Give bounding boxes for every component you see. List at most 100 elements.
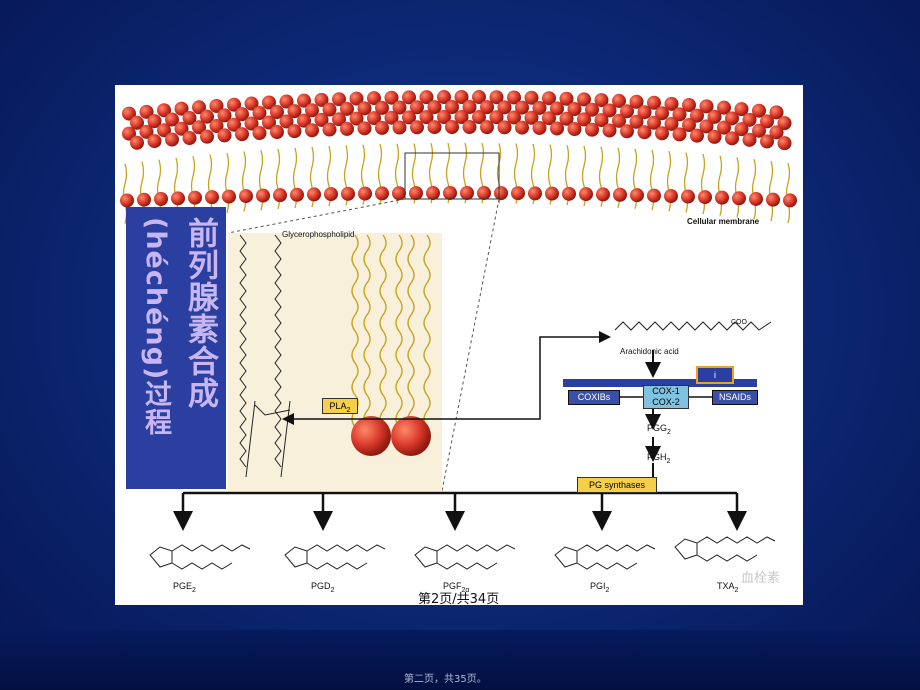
head-bottom	[375, 186, 389, 201]
head-top	[392, 120, 407, 135]
zoom-box	[404, 152, 500, 200]
lipid-tail	[190, 155, 196, 217]
zoom-line-left	[227, 198, 406, 234]
head-bottom	[290, 187, 304, 202]
head-top	[445, 120, 459, 135]
vertical-title: 前列腺素合成	[182, 217, 218, 409]
head-top	[472, 110, 486, 125]
head-bottom	[715, 190, 729, 205]
head-top	[524, 110, 539, 125]
head-top	[262, 95, 276, 110]
head-bottom	[562, 186, 576, 201]
fatty-chain-1	[239, 234, 247, 468]
head-top	[139, 124, 154, 139]
head-top	[717, 120, 731, 135]
head-top	[244, 96, 259, 111]
head-top	[130, 115, 144, 130]
head-bottom	[494, 186, 508, 201]
head-top	[332, 92, 346, 107]
head-top	[567, 122, 582, 137]
head-top	[559, 91, 574, 106]
lipid-tail	[734, 157, 740, 218]
head-top	[305, 123, 319, 138]
head-top	[594, 93, 609, 108]
zoom-tail	[407, 234, 415, 428]
head-top	[252, 126, 267, 141]
lipid-tail	[785, 162, 791, 224]
head-top	[287, 104, 302, 119]
head-bottom	[681, 189, 695, 204]
head-top	[279, 114, 294, 129]
head-top	[410, 120, 424, 135]
slide-bottom-band	[0, 630, 920, 690]
head-top	[419, 110, 434, 125]
prostanoid-ring	[554, 546, 578, 568]
head-bottom	[460, 186, 474, 201]
head-bottom	[579, 187, 593, 202]
head-top	[349, 91, 364, 106]
head-top	[472, 90, 486, 105]
coxibs-tag: COXIBs	[568, 390, 620, 405]
head-bottom	[392, 186, 406, 201]
head-top	[480, 100, 494, 115]
head-top	[357, 101, 372, 116]
head-top	[445, 100, 459, 115]
head-top	[122, 106, 136, 121]
head-top	[725, 131, 739, 146]
head-top	[410, 100, 424, 115]
head-top	[542, 111, 556, 126]
head-top	[297, 93, 311, 108]
fatty-chain-2	[274, 234, 282, 468]
diagram-artwork	[120, 90, 797, 492]
head-top	[507, 110, 521, 125]
page-footer: 第2页/共34页	[418, 592, 500, 607]
head-top	[480, 120, 494, 135]
lipid-tails	[351, 234, 431, 428]
head-top	[585, 102, 599, 117]
zoom-line-right	[441, 198, 500, 492]
pg-synthases-tag: PG synthases	[577, 477, 657, 493]
head-bottom	[766, 192, 780, 207]
head-top	[489, 90, 504, 105]
arachidonic-coo: COO	[731, 319, 747, 326]
head-top	[777, 116, 792, 131]
head-top	[734, 102, 749, 117]
head-top	[462, 120, 477, 135]
zoom-tail	[395, 234, 403, 428]
head-top	[515, 120, 529, 135]
head-top	[200, 109, 214, 124]
product-txa2: TXA2	[717, 581, 739, 594]
head-top	[742, 112, 757, 127]
omega-chain	[306, 562, 368, 570]
head-top	[725, 111, 739, 126]
head-top	[314, 112, 329, 127]
pgh2-label: PGH2	[647, 452, 671, 465]
lipid-tail	[768, 160, 774, 222]
head-top	[357, 121, 372, 136]
head-bottom	[358, 186, 372, 201]
head-top	[340, 121, 354, 136]
head-top	[629, 94, 644, 109]
alpha-chain	[576, 544, 656, 552]
head-top	[349, 111, 364, 126]
product-structures	[149, 536, 776, 570]
head-top	[577, 92, 591, 107]
head-top	[707, 109, 722, 124]
head-top	[139, 104, 154, 119]
zoom-tail	[423, 234, 431, 428]
cox-box: COX-1 COX-2	[643, 385, 689, 409]
head-top	[402, 110, 416, 125]
pla2-tag: PLA2	[322, 398, 358, 414]
arachidonic-label: Arachidonic acid	[620, 347, 679, 356]
alpha-chain	[171, 544, 251, 552]
head-top	[122, 126, 136, 141]
head-top	[515, 100, 529, 115]
watermark: 血栓素	[741, 571, 781, 586]
head-bottom	[409, 186, 423, 201]
head-top	[314, 92, 329, 107]
head-bottom	[171, 191, 185, 206]
product-pge2: PGE2	[173, 581, 196, 594]
head-bottom	[188, 190, 202, 205]
lipid-tail	[717, 155, 723, 216]
head-top	[217, 108, 232, 123]
